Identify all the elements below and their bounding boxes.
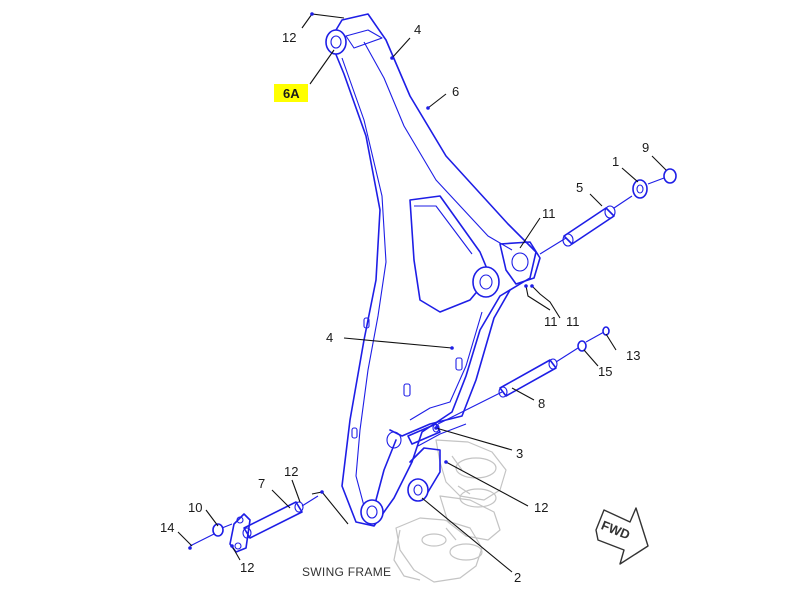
callout-12-top: 12 bbox=[282, 30, 296, 45]
callout-6: 6 bbox=[452, 84, 459, 99]
pin-8-assembly bbox=[437, 326, 610, 425]
callout-8: 8 bbox=[538, 396, 545, 411]
callout-5: 5 bbox=[576, 180, 583, 195]
callout-10: 10 bbox=[188, 500, 202, 515]
leader-tips bbox=[188, 12, 534, 550]
callout-4-top: 4 bbox=[414, 22, 421, 37]
leader-lines bbox=[177, 13, 667, 573]
callout-12-right: 12 bbox=[534, 500, 548, 515]
callout-6a-highlight bbox=[274, 84, 308, 102]
callout-14: 14 bbox=[160, 520, 174, 535]
callout-4-mid: 4 bbox=[326, 330, 333, 345]
callout-12-left: 12 bbox=[284, 464, 298, 479]
callout-6a: 6A bbox=[283, 86, 300, 101]
callout-7: 7 bbox=[258, 476, 265, 491]
swing-frame-caption: SWING FRAME bbox=[302, 565, 391, 579]
callout-11-a: 11 bbox=[542, 206, 556, 221]
boom bbox=[329, 13, 537, 527]
callout-3: 3 bbox=[516, 446, 523, 461]
callout-11-c: 11 bbox=[566, 314, 580, 329]
callout-2: 2 bbox=[514, 570, 521, 585]
pin-5-assembly bbox=[539, 168, 677, 255]
callout-1: 1 bbox=[612, 154, 619, 169]
pin-bosses bbox=[325, 29, 541, 525]
callout-11-b: 11 bbox=[544, 314, 558, 329]
fwd-arrow-icon: FWD bbox=[595, 507, 649, 565]
pin-7-assembly bbox=[189, 495, 319, 553]
callout-13: 13 bbox=[626, 348, 640, 363]
callout-labels: 12 6A 4 6 1 9 5 11 11 11 4 13 15 8 3 12 … bbox=[160, 22, 649, 585]
callout-9: 9 bbox=[642, 140, 649, 155]
callout-15: 15 bbox=[598, 364, 612, 379]
callout-12-bottom: 12 bbox=[240, 560, 254, 575]
swing-frame-ghost bbox=[393, 439, 507, 583]
cylinder-mount bbox=[407, 423, 441, 445]
